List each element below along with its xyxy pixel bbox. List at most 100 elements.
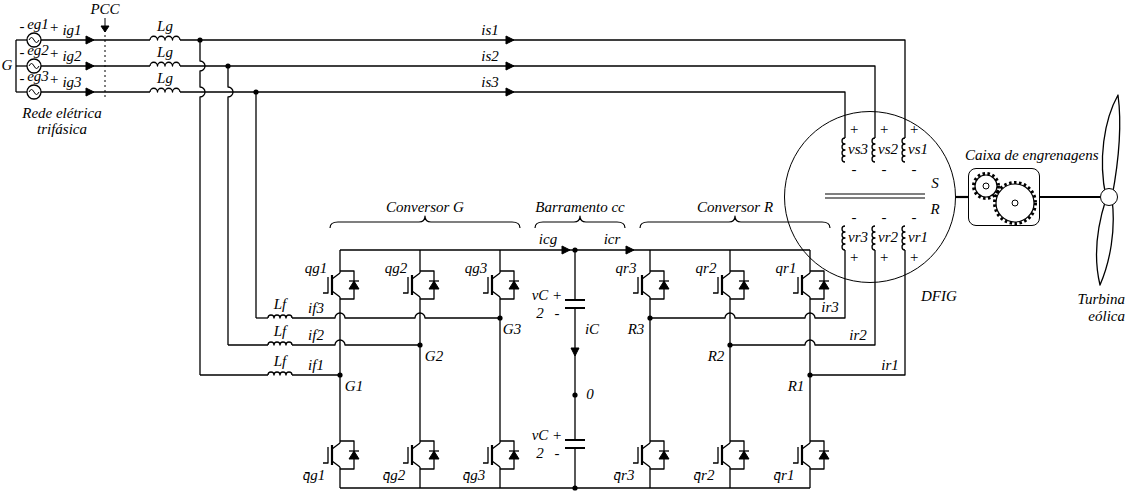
wire [200, 40, 205, 375]
igbt-symbol [331, 275, 333, 295]
diode-symbol [429, 451, 439, 459]
current-arrow [86, 88, 94, 96]
signal-label: if2 [308, 328, 324, 344]
signal-label: vr3 [848, 230, 868, 246]
diode-symbol [429, 450, 439, 451]
diode-symbol [739, 451, 749, 459]
air-gap [825, 194, 925, 198]
signal-label: q̄g3 [463, 468, 486, 484]
signal-label: ig2 [62, 49, 81, 65]
capacitor-symbol [565, 300, 585, 448]
wire [228, 344, 268, 345]
signal-label: q̄r2 [694, 468, 715, 484]
wire [650, 250, 845, 318]
junction-dot [572, 392, 577, 397]
polarity-sign: - [882, 210, 887, 226]
signal-label: qg3 [465, 261, 488, 277]
polarity-sign: + [909, 250, 919, 266]
igbt-gate [793, 277, 798, 293]
diode-symbol [429, 280, 439, 281]
polarity-sign: - [912, 162, 917, 178]
igbt-symbol [722, 273, 730, 297]
wire [16, 39, 27, 40]
signal-label: q̄r1 [774, 468, 795, 484]
signal-label: R3 [628, 322, 645, 338]
igbt-symbol [411, 275, 413, 295]
signal-label: 0 [586, 387, 594, 403]
current-arrow [571, 348, 579, 356]
polarity-sign: + [49, 46, 59, 62]
gear-axle [983, 183, 989, 189]
polarity-sign: - [20, 45, 25, 61]
signal-label: iC [585, 322, 599, 338]
gearbox-box: Caixa de engrenagens [968, 168, 1040, 226]
turbine-blade [1097, 199, 1114, 285]
winding-symbol [872, 138, 875, 162]
igbt-symbol [332, 443, 340, 467]
generator-circle: DFIG [784, 111, 956, 283]
wire [730, 250, 875, 345]
igbt-symbol [802, 273, 810, 297]
wire [180, 66, 875, 138]
wire [228, 66, 233, 345]
polarity-sign: - [20, 19, 25, 35]
polarity-sign: - [852, 162, 857, 178]
wire [16, 65, 27, 66]
diode-symbol [659, 280, 669, 281]
winding-symbol [902, 138, 905, 162]
bracket [640, 216, 830, 228]
diode-symbol [349, 451, 359, 459]
signal-label: vr2 [878, 230, 898, 246]
signal-label: vr1 [908, 230, 928, 246]
junction-dot [572, 485, 577, 490]
polarity-sign: - [20, 71, 25, 87]
signal-label: qr2 [696, 261, 717, 277]
igbt-gate [403, 447, 408, 463]
signal-label: is3 [481, 75, 499, 91]
igbt-symbol [412, 273, 420, 297]
diode-symbol [819, 280, 829, 281]
inductor-symbol [268, 372, 292, 375]
gear-teeth [995, 183, 1036, 224]
signal-label: Conversor G [386, 200, 464, 216]
node-label: Turbina eólica [1061, 291, 1125, 324]
signal-label: G2 [425, 349, 443, 365]
igbt-symbol [642, 443, 650, 467]
signal-label: R [930, 202, 939, 218]
polarity-sign: - [912, 210, 917, 226]
signal-label: R1 [788, 379, 805, 395]
wire [41, 91, 150, 92]
wire [649, 250, 650, 488]
current-arrow [506, 36, 514, 44]
source-sine [29, 90, 39, 95]
pcc-line [105, 30, 106, 100]
igbt-gate [323, 277, 328, 293]
polarity-sign: - [555, 446, 560, 462]
igbt-gate [483, 277, 488, 293]
signal-label: icg [539, 232, 557, 248]
current-arrow [562, 246, 570, 254]
polarity-sign: + [909, 122, 919, 138]
igbt-gate [793, 447, 798, 463]
signal-label: PCC [90, 2, 119, 18]
wire [729, 250, 730, 488]
diode-symbol [509, 450, 519, 451]
polarity-sign: - [882, 162, 887, 178]
wire [419, 250, 420, 488]
winding-symbol [872, 226, 875, 250]
signal-label: qr1 [776, 261, 797, 277]
diode-symbol [739, 450, 749, 451]
wire [41, 65, 150, 66]
igbt-symbol [411, 445, 413, 465]
signal-label: Rede elétrica trifásica [10, 106, 114, 138]
inductor-symbol [150, 88, 180, 92]
diode-symbol [739, 281, 749, 289]
signal-label: G3 [503, 322, 521, 338]
wire [292, 374, 340, 375]
pcc-arrow [101, 26, 109, 32]
wire [16, 91, 27, 92]
signal-label: G1 [345, 379, 363, 395]
igbt-gate [713, 277, 718, 293]
gear [975, 175, 997, 197]
diode-symbol [659, 451, 669, 459]
